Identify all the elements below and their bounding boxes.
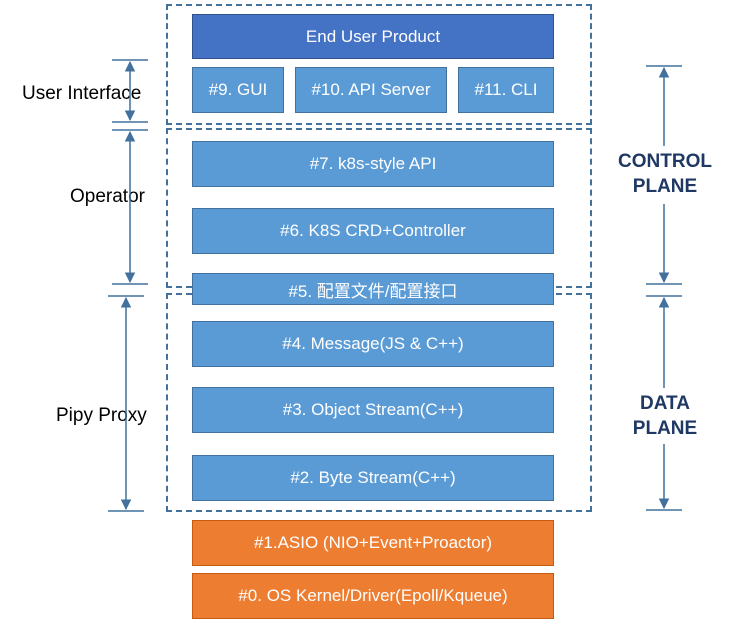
asio-block: #1.ASIO (NIO+Event+Proactor) [192,520,554,566]
data-plane-label: DATA PLANE [595,391,735,441]
config-block: #5. 配置文件/配置接口 [192,273,554,305]
crd-controller-block: #6. K8S CRD+Controller [192,208,554,254]
control-plane-line-2: PLANE [632,176,698,197]
data-plane-line-2: PLANE [632,418,698,439]
control-plane-line-1: CONTROL [618,151,712,172]
byte-stream-block: #2. Byte Stream(C++) [192,455,554,501]
message-block: #4. Message(JS & C++) [192,321,554,367]
control-plane-label: CONTROL PLANE [595,149,735,199]
object-stream-block: #3. Object Stream(C++) [192,387,554,433]
user-interface-label: User Interface [22,83,142,104]
k8s-api-block: #7. k8s-style API [192,141,554,187]
api-server-block: #10. API Server [295,67,447,113]
user-interface-group [166,4,592,125]
gui-block: #9. GUI [192,67,284,113]
data-plane-line-1: DATA [640,393,690,414]
cli-block: #11. CLI [458,67,554,113]
end-user-product-block: End User Product [192,14,554,59]
os-kernel-block: #0. OS Kernel/Driver(Epoll/Kqueue) [192,573,554,619]
